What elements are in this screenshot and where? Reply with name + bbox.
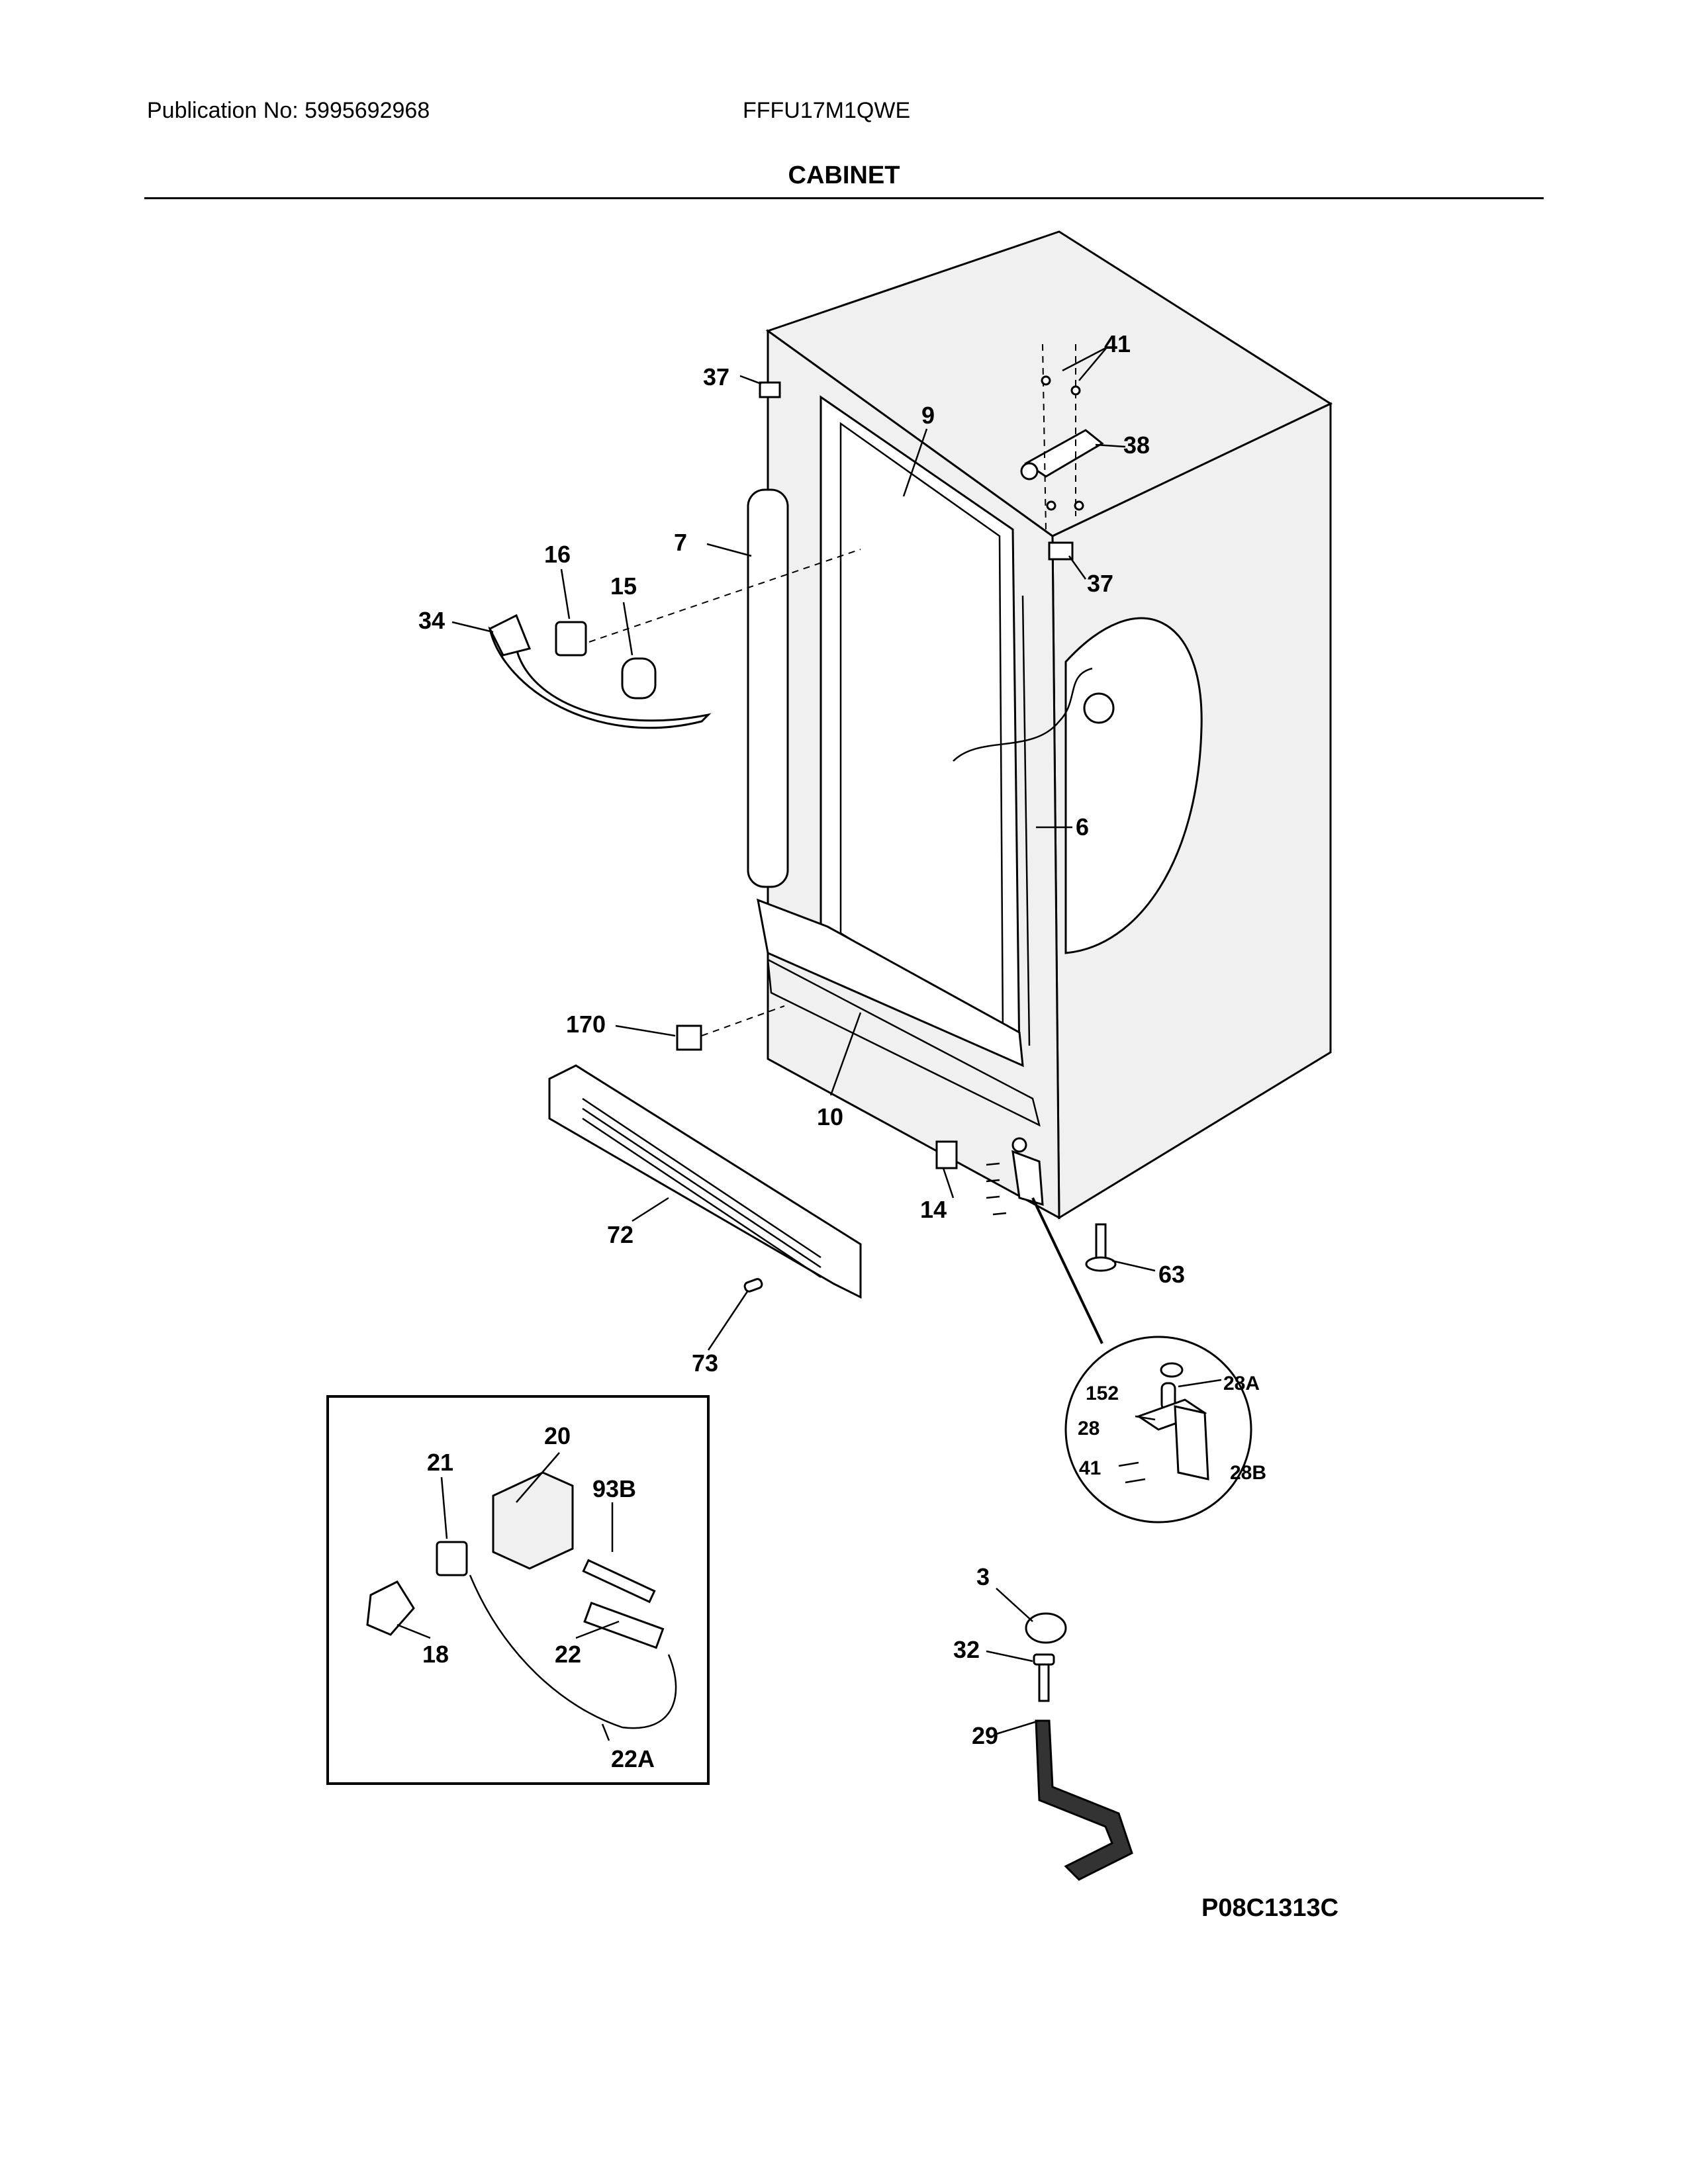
callout-7: 7	[674, 529, 687, 556]
callout-3: 3	[976, 1563, 990, 1590]
rocker-switch	[935, 1140, 958, 1169]
grille-pin	[743, 1278, 763, 1293]
callout-28B: 28B	[1230, 1462, 1266, 1484]
switch-part	[676, 1024, 702, 1051]
diagram-code: P08C1313C	[1201, 1894, 1339, 1922]
callout-63: 63	[1158, 1261, 1185, 1288]
callout-93B: 93B	[592, 1475, 636, 1502]
top-hinge	[1020, 343, 1104, 530]
callout-20: 20	[544, 1422, 571, 1449]
thermostat-parts	[366, 1471, 677, 1729]
callout-73: 73	[692, 1349, 718, 1377]
callout-18: 18	[422, 1641, 449, 1668]
leader-lines	[397, 346, 1222, 1741]
callout-170: 170	[566, 1011, 606, 1038]
callout-labels: 37 41 9 38 7 37 16 15 34 6 170 10 72 14 …	[418, 330, 1266, 1772]
leveling-leg	[1085, 1223, 1117, 1272]
callout-38: 38	[1123, 432, 1150, 459]
callout-22A: 22A	[611, 1745, 655, 1772]
callout-22: 22	[555, 1641, 581, 1668]
callout-10: 10	[817, 1103, 843, 1130]
callout-28A: 28A	[1223, 1373, 1260, 1394]
callout-29: 29	[972, 1722, 998, 1749]
light-assembly	[488, 549, 861, 729]
header-divider	[144, 197, 1544, 199]
callout-32: 32	[953, 1636, 980, 1663]
callout-152: 152	[1086, 1383, 1119, 1404]
callout-28: 28	[1078, 1418, 1100, 1439]
callout-37-lower: 37	[1087, 570, 1113, 597]
callout-15: 15	[610, 572, 637, 600]
callout-72: 72	[607, 1221, 633, 1248]
callout-41-detail: 41	[1079, 1457, 1101, 1479]
callout-6: 6	[1076, 813, 1089, 841]
callout-9: 9	[921, 402, 935, 429]
model-number: FFFU17M1QWE	[743, 98, 911, 123]
handle-parts	[1025, 1612, 1133, 1881]
publication-number: Publication No: 5995692968	[147, 98, 430, 123]
cabinet-body	[747, 230, 1333, 1220]
callout-34: 34	[418, 607, 445, 634]
light-socket	[555, 621, 587, 657]
callout-14: 14	[920, 1196, 947, 1223]
light-bulb	[621, 657, 657, 700]
page-title: CABINET	[788, 161, 900, 189]
callout-16: 16	[544, 541, 571, 568]
toe-grille	[548, 1064, 862, 1299]
hinge-cap-upper	[759, 381, 781, 398]
bottom-hinge	[1011, 1150, 1044, 1206]
callout-41: 41	[1104, 330, 1131, 357]
callout-37-upper: 37	[703, 363, 729, 390]
callout-21: 21	[427, 1449, 453, 1476]
hinge-detail-parts	[1118, 1362, 1209, 1484]
